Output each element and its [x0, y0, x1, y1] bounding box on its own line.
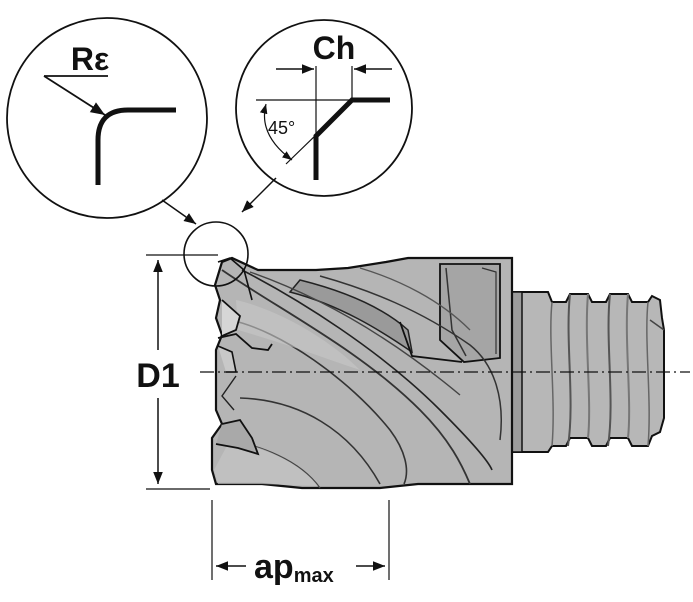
chamfer-label: Ch: [313, 30, 356, 66]
corner-radius-detail: [6, 17, 208, 225]
corner-detail-circle: [183, 221, 249, 287]
ap-max-label: apmax: [254, 548, 334, 587]
chamfer-detail: [235, 19, 413, 213]
d1-dimension: [146, 254, 218, 490]
d1-label: D1: [136, 357, 179, 395]
corner-radius-label: Rε: [71, 41, 109, 77]
cutting-head: [210, 256, 514, 490]
chamfer-angle-label: 45°: [268, 118, 295, 138]
ap-max-dimension: [211, 500, 390, 580]
